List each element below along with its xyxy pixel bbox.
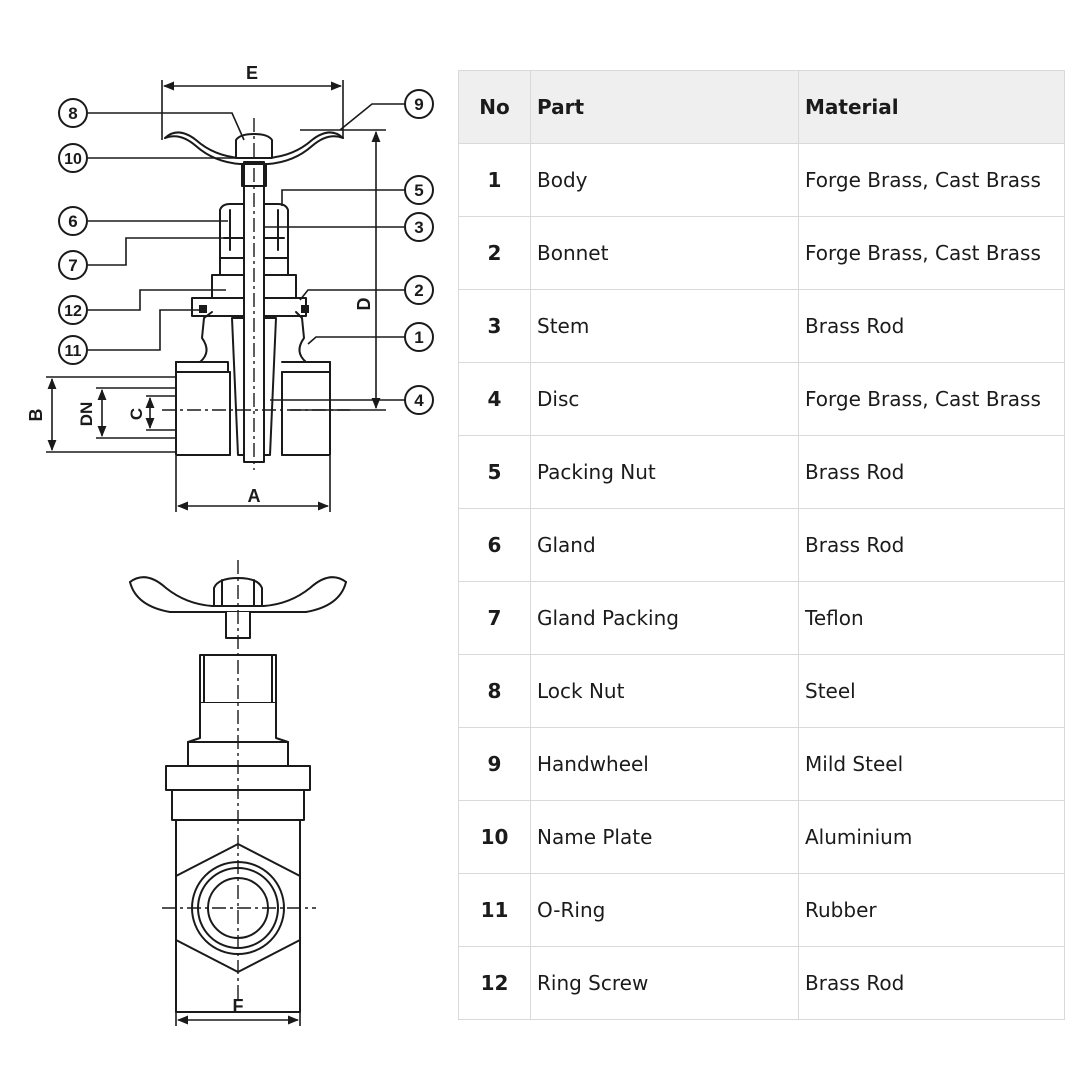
dimension-f: F (233, 996, 244, 1016)
row-no: 11 (458, 873, 531, 947)
callout-7: 7 (58, 250, 88, 280)
row-part: Body (530, 143, 799, 217)
svg-text:4: 4 (414, 391, 424, 410)
svg-text:12: 12 (64, 303, 82, 320)
svg-text:5: 5 (414, 181, 423, 200)
row-part: Name Plate (530, 800, 799, 874)
row-no: 10 (458, 800, 531, 874)
gate-valve-drawing: E D B DN C A (26, 63, 434, 1026)
valve-front-view: F (129, 560, 347, 1026)
row-no: 2 (458, 216, 531, 290)
row-material: Forge Brass, Cast Brass (798, 143, 1065, 217)
row-material: Brass Rod (798, 435, 1065, 509)
row-part: Ring Screw (530, 946, 799, 1020)
row-material: Brass Rod (798, 508, 1065, 582)
row-material: Forge Brass, Cast Brass (798, 216, 1065, 290)
callout-11: 11 (58, 335, 88, 365)
callout-9: 9 (404, 89, 434, 119)
svg-text:9: 9 (414, 95, 423, 114)
valve-body (175, 361, 229, 373)
callout-12: 12 (58, 295, 88, 325)
valve-section-view: E D B DN C A (26, 63, 434, 512)
dimension-d: D (354, 298, 374, 311)
row-material: Forge Brass, Cast Brass (798, 362, 1065, 436)
svg-text:2: 2 (414, 281, 423, 300)
row-part: Gland (530, 508, 799, 582)
row-part: Disc (530, 362, 799, 436)
svg-text:8: 8 (68, 104, 77, 123)
svg-text:3: 3 (414, 218, 423, 237)
row-no: 7 (458, 581, 531, 655)
row-part: Stem (530, 289, 799, 363)
row-material: Brass Rod (798, 289, 1065, 363)
row-no: 8 (458, 654, 531, 728)
callout-3: 3 (404, 212, 434, 242)
row-part: Packing Nut (530, 435, 799, 509)
row-part: Lock Nut (530, 654, 799, 728)
header-no: No (458, 70, 531, 144)
dimension-c: C (127, 408, 146, 420)
callout-leaders (88, 103, 405, 401)
row-material: Brass Rod (798, 946, 1065, 1020)
row-no: 12 (458, 946, 531, 1020)
row-no: 5 (458, 435, 531, 509)
row-no: 9 (458, 727, 531, 801)
dimension-dn: DN (77, 402, 96, 427)
row-material: Steel (798, 654, 1065, 728)
row-material: Mild Steel (798, 727, 1065, 801)
o-ring (199, 305, 207, 313)
header-part: Part (530, 70, 799, 144)
callout-10: 10 (58, 143, 88, 173)
row-no: 1 (458, 143, 531, 217)
callout-1: 1 (404, 322, 434, 352)
svg-text:11: 11 (65, 343, 82, 360)
svg-text:10: 10 (64, 151, 82, 168)
callout-5: 5 (404, 175, 434, 205)
dimension-e: E (246, 63, 258, 83)
row-material: Teflon (798, 581, 1065, 655)
callout-8: 8 (58, 98, 88, 128)
svg-text:6: 6 (68, 212, 77, 231)
row-part: Gland Packing (530, 581, 799, 655)
row-part: Handwheel (530, 727, 799, 801)
svg-text:7: 7 (68, 256, 77, 275)
callout-2: 2 (404, 275, 434, 305)
dimension-b: B (26, 409, 46, 422)
row-no: 6 (458, 508, 531, 582)
header-material: Material (798, 70, 1065, 144)
row-material: Aluminium (798, 800, 1065, 874)
callout-4: 4 (404, 385, 434, 415)
row-part: O-Ring (530, 873, 799, 947)
row-material: Rubber (798, 873, 1065, 947)
callout-6: 6 (58, 206, 88, 236)
table-header-row: No Part Material (458, 70, 1065, 144)
dimension-a: A (248, 486, 261, 506)
row-part: Bonnet (530, 216, 799, 290)
row-no: 4 (458, 362, 531, 436)
row-no: 3 (458, 289, 531, 363)
svg-text:1: 1 (414, 328, 423, 347)
